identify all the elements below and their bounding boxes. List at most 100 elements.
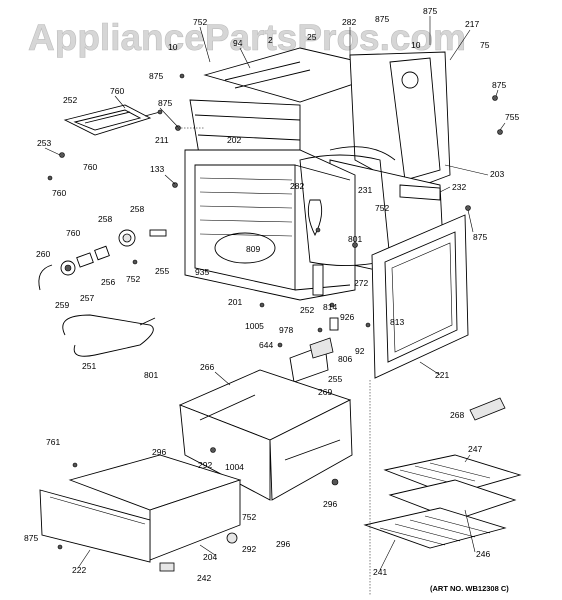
back-duct xyxy=(329,146,396,161)
label: 211 xyxy=(155,135,169,145)
label: 10 xyxy=(411,40,421,50)
label: 282 xyxy=(342,17,356,27)
label: 221 xyxy=(435,370,449,380)
watermark: AppliancePartsPros.com xyxy=(28,17,466,58)
broil-terminal xyxy=(144,111,161,117)
label: 222 xyxy=(72,565,86,575)
part-268 xyxy=(469,397,506,421)
probe-screw xyxy=(315,227,321,233)
label: 257 xyxy=(80,293,94,303)
label: 201 xyxy=(228,297,242,307)
oven-door xyxy=(371,214,469,379)
rack-bar xyxy=(424,515,491,534)
screw-272 xyxy=(352,242,358,248)
label: 809 xyxy=(246,244,260,254)
label: 268 xyxy=(450,410,464,420)
rack-bar xyxy=(394,523,461,542)
label: 292 xyxy=(242,544,256,554)
label: 1004 xyxy=(225,462,244,472)
label: 292 xyxy=(198,460,212,470)
chassis-slide xyxy=(284,439,341,461)
label: 25 xyxy=(307,32,317,42)
part-926 xyxy=(329,317,339,331)
screw-1005 xyxy=(259,302,265,308)
label: 272 xyxy=(354,278,368,288)
label: 760 xyxy=(52,188,66,198)
broil-coil-center xyxy=(84,111,131,124)
part-258-inner xyxy=(122,233,132,243)
leader-lines xyxy=(44,16,506,571)
roller-292 xyxy=(210,447,216,453)
label: 875 xyxy=(24,533,38,543)
label: 258 xyxy=(130,204,144,214)
grid-slot xyxy=(414,465,476,482)
screw-760-left xyxy=(47,175,53,181)
door-glass xyxy=(391,242,453,353)
leader xyxy=(44,147,61,156)
label: 252 xyxy=(300,305,314,315)
rack-slot xyxy=(199,233,293,237)
label: 252 xyxy=(63,95,77,105)
door-window xyxy=(384,231,458,363)
door-panel xyxy=(371,214,469,379)
stop-242 xyxy=(159,562,175,572)
label: 752 xyxy=(242,512,256,522)
label: 875 xyxy=(375,14,389,24)
leader xyxy=(199,544,216,556)
label: 133 xyxy=(150,164,164,174)
label: 242 xyxy=(197,573,211,583)
part-256 xyxy=(94,245,110,261)
back-panel-inner xyxy=(389,57,441,181)
label: 752 xyxy=(375,203,389,213)
label: 269 xyxy=(318,387,332,397)
screw-133 xyxy=(172,182,178,188)
label: 806 xyxy=(338,354,352,364)
label: 760 xyxy=(66,228,80,238)
broil-coil-outer xyxy=(63,104,152,136)
screw-752 xyxy=(132,259,138,265)
label: 875 xyxy=(158,98,172,108)
rack-slot xyxy=(199,191,293,195)
igniter-assembly xyxy=(38,229,167,291)
leader xyxy=(379,539,396,571)
label: 755 xyxy=(505,112,519,122)
chassis-rail xyxy=(199,394,256,421)
latch-255 xyxy=(309,337,334,359)
label: 926 xyxy=(340,312,354,322)
label: 253 xyxy=(37,138,51,148)
bake-terminal xyxy=(139,317,156,326)
vent-knockout xyxy=(401,71,419,89)
label: 94 xyxy=(233,38,243,48)
label: 761 xyxy=(46,437,60,447)
broil-coil-inner xyxy=(73,109,142,131)
screw-755 xyxy=(497,129,503,135)
label: 204 xyxy=(203,552,217,562)
rail xyxy=(197,134,301,141)
roller-292b xyxy=(226,532,238,544)
label: 875 xyxy=(473,232,487,242)
leader xyxy=(495,89,499,97)
cavity-opening xyxy=(194,164,296,291)
rail xyxy=(194,114,301,121)
leader xyxy=(77,549,91,569)
label: 255 xyxy=(155,266,169,276)
side-trim xyxy=(399,184,441,201)
leader xyxy=(444,164,489,176)
cavity-top-edge xyxy=(294,164,351,181)
grid-slot xyxy=(429,462,491,479)
oven-rack-241 xyxy=(363,507,507,549)
label: 801 xyxy=(348,234,362,244)
cavity-bottom-dome xyxy=(214,232,276,264)
bake-element xyxy=(62,314,156,357)
label: 875 xyxy=(423,6,437,16)
leader xyxy=(449,29,471,61)
leader xyxy=(439,186,451,193)
art-number: (ART NO. WB12308 C) xyxy=(430,584,509,593)
screw-875-right xyxy=(492,95,498,101)
label: 247 xyxy=(468,444,482,454)
leader xyxy=(239,47,251,69)
label: 256 xyxy=(101,277,115,287)
label: 241 xyxy=(373,567,387,577)
